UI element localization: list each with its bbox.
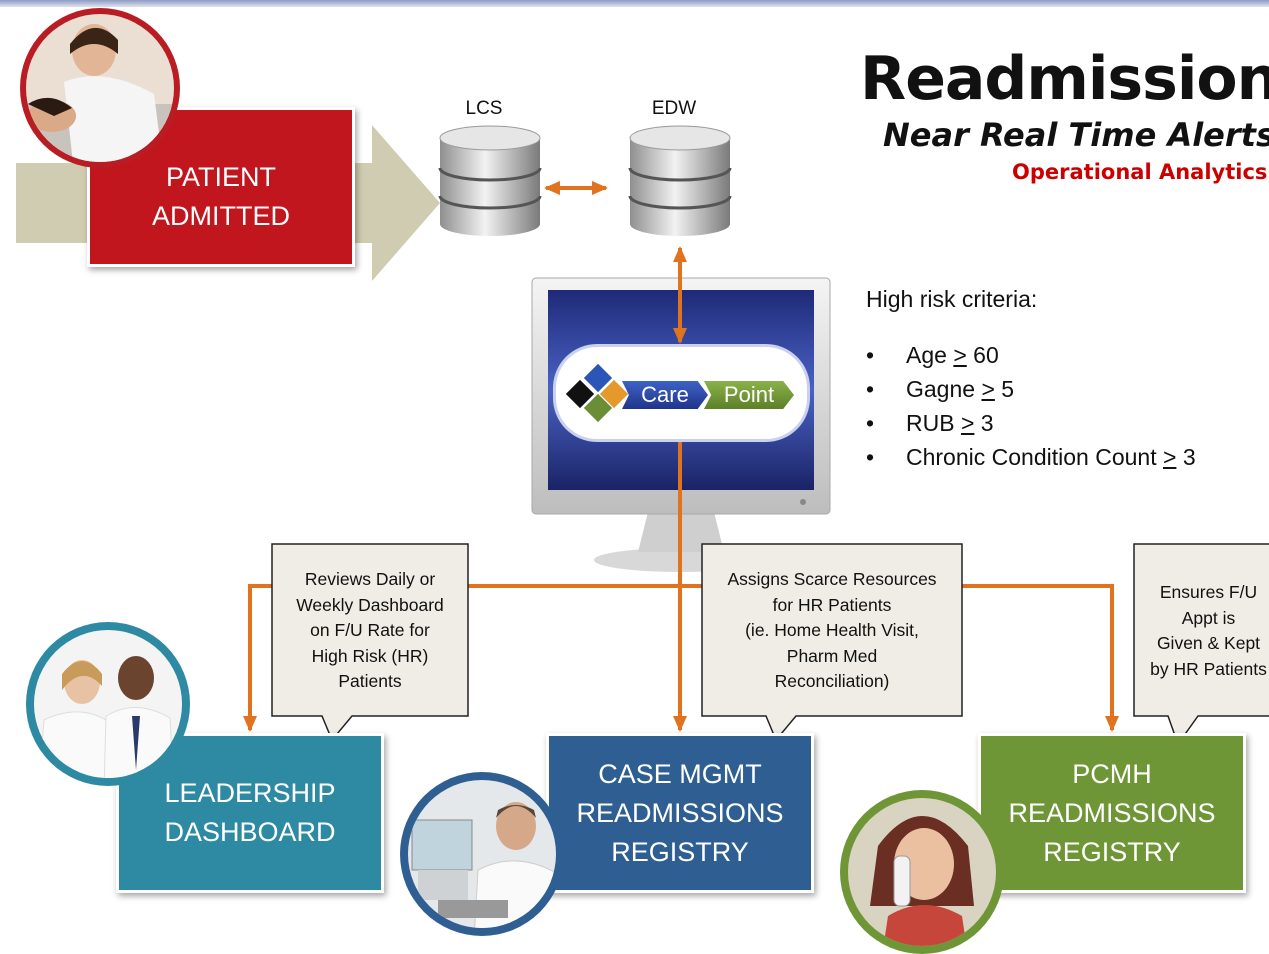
carepoint-logo: Care Point <box>553 344 810 442</box>
edw-label: EDW <box>651 98 697 119</box>
pcmh-line3: REGISTRY <box>1043 836 1181 867</box>
patient-admitted-line2: ADMITTED <box>152 201 290 231</box>
criteria-list: Age > 60 Gagne > 5 RUB > 3 Chronic Condi… <box>866 340 1196 476</box>
carepoint-diamond-icon <box>565 364 628 423</box>
page-subtitle: Near Real Time Alerts <box>883 116 1269 154</box>
pcmh-callout-shape <box>1133 543 1269 746</box>
carepoint-point-word: Point <box>704 381 794 409</box>
doctor-patient-photo <box>20 8 180 168</box>
lcs-database-icon <box>438 125 542 236</box>
casemgmt-line1: CASE MGMT <box>598 758 762 789</box>
lcs-label: LCS <box>465 98 503 119</box>
leadership-line2: DASHBOARD <box>164 817 336 847</box>
doctor-computer-photo <box>400 772 564 936</box>
casemgmt-line3: REGISTRY <box>611 836 749 867</box>
operational-analytics-tag: Operational Analytics <box>1012 160 1268 184</box>
page-title: Readmissions <box>860 44 1269 114</box>
pcmh-registry-box: PCMH READMISSIONS REGISTRY <box>978 733 1246 893</box>
pcmh-line2: READMISSIONS <box>1008 797 1216 828</box>
casemgmt-callout-text: Assigns Scarce Resources for HR Patients… <box>727 569 937 692</box>
patient-admitted-line1: PATIENT <box>165 162 276 192</box>
pcmh-line1: PCMH <box>1072 758 1152 789</box>
doctors-photo <box>26 622 190 786</box>
nurse-phone-photo <box>840 790 1004 954</box>
criteria-item: Age > 60 <box>866 340 1196 374</box>
casemgmt-callout-shape <box>701 543 963 742</box>
casemgmt-registry-box: CASE MGMT READMISSIONS REGISTRY <box>546 733 814 893</box>
casemgmt-line2: READMISSIONS <box>576 797 784 828</box>
leadership-callout-text: Reviews Daily or Weekly Dashboard on F/U… <box>296 569 444 692</box>
pcmh-callout-text: Ensures F/U Appt is Given & Kept by HR P… <box>1150 582 1267 679</box>
criteria-item: RUB > 3 <box>866 408 1196 442</box>
criteria-item: Gagne > 5 <box>866 374 1196 408</box>
top-border-bar <box>0 0 1269 7</box>
criteria-title: High risk criteria: <box>866 286 1038 312</box>
edw-database-icon <box>628 125 732 236</box>
leadership-line1: LEADERSHIP <box>164 778 336 808</box>
criteria-item: Chronic Condition Count > 3 <box>866 442 1196 476</box>
leadership-callout-shape <box>271 543 469 742</box>
carepoint-care-word: Care <box>622 381 708 409</box>
